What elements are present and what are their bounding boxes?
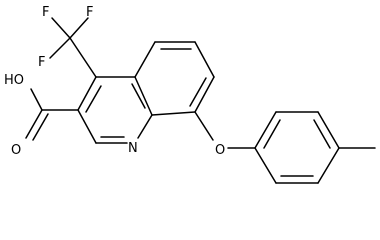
bond-c4-c3-inner (85, 85, 102, 113)
atom-label-f2: F (86, 5, 93, 20)
bond-c3p-c4p (317, 111, 340, 149)
bond-carboxyl-o (25, 109, 43, 139)
atom-label-hydroxyl: HO (4, 73, 24, 88)
bond-c4-cf3 (69, 37, 97, 78)
bond-c3-c2 (77, 109, 97, 144)
bond-c8a-c4a (134, 76, 153, 116)
bond-c6p-c1p (254, 147, 277, 184)
atom-label-f3: F (38, 55, 45, 70)
bond-c8-o-ether (194, 111, 214, 141)
bond-cf3-f1 (51, 17, 71, 39)
bond-cf3-f3 (49, 37, 71, 59)
atom-label-nitrogen: N (128, 141, 138, 156)
bond-c4-c3 (77, 76, 97, 111)
atom-label-ether-oxygen: O (215, 143, 225, 158)
bond-c3p-c4p-inner (313, 119, 331, 149)
structure-canvas: F F F HO O N O (4, 5, 376, 184)
atom-label-f1: F (42, 5, 49, 20)
atom-label-carbonyl-oxygen: O (11, 143, 21, 158)
bond-c7-c8-inner (189, 77, 207, 107)
bond-c4p-c5p (317, 147, 340, 184)
bond-c8-c8a (151, 111, 196, 116)
bond-n-c8a (137, 114, 153, 139)
bond-c1p-c2p-inner (263, 119, 281, 149)
bond-c4a-c5 (134, 41, 156, 78)
bond-c8a-c4a-inner (131, 83, 146, 109)
bond-carboxyl-o-inner (32, 113, 49, 141)
bond-c6-c7 (194, 41, 215, 78)
bond-c1p-c2p (254, 111, 277, 149)
bond-c7-c8 (194, 76, 215, 113)
bond-carboxyl-oh (30, 88, 43, 111)
molecule-drawing: F F F HO O N O (4, 5, 376, 184)
bond-cf3-f2 (69, 17, 89, 39)
